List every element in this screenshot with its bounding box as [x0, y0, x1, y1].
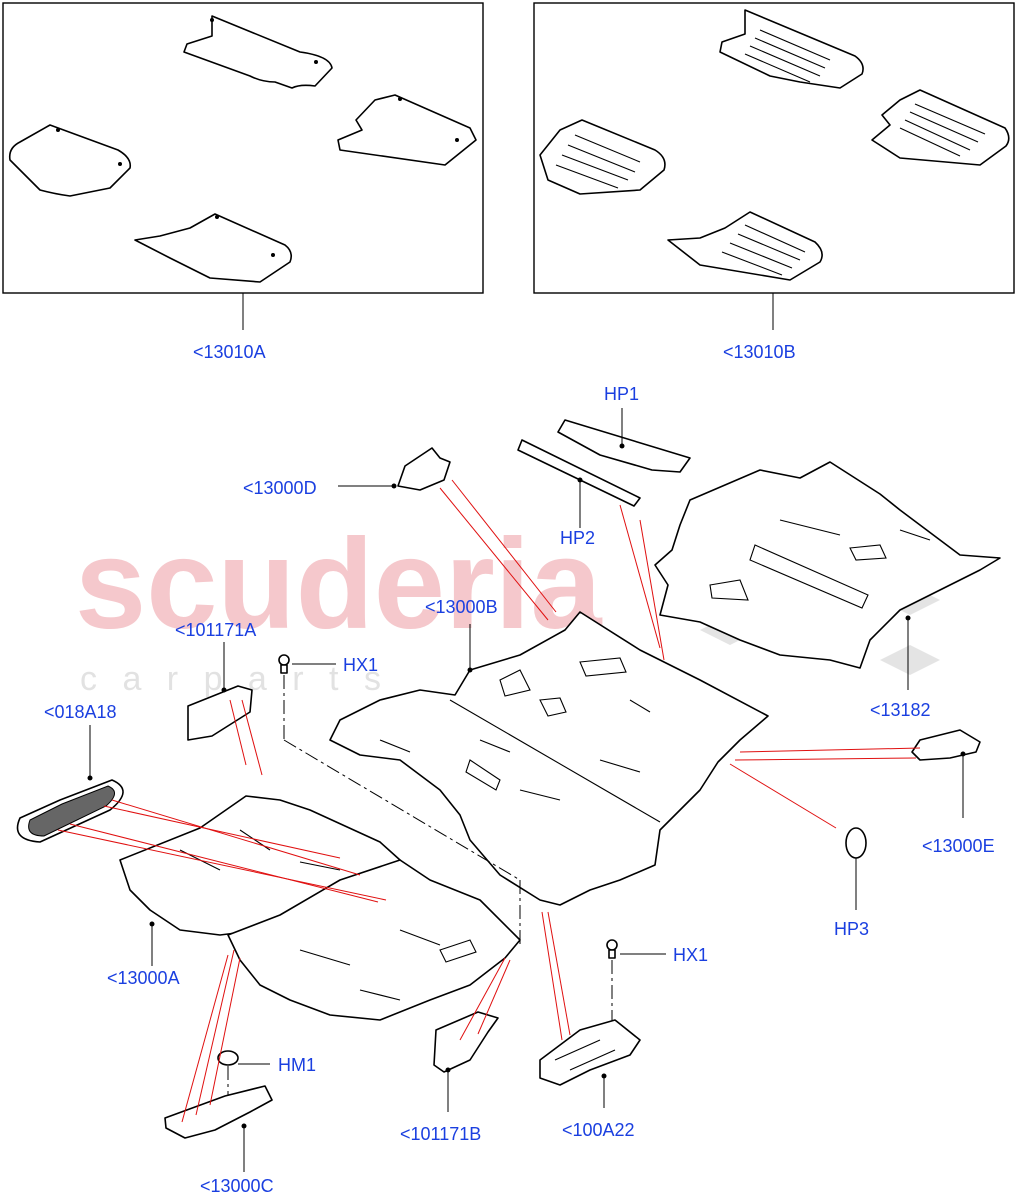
callout-13010a[interactable]: <13010A [193, 342, 266, 362]
part-13000c-bracket [164, 1085, 273, 1139]
part-13000a-rear-carpet-lower [227, 859, 521, 1021]
callout-13000b[interactable]: <13000B [425, 597, 498, 617]
part-hp3-plug [845, 827, 867, 859]
callout-13010b[interactable]: <13010B [723, 342, 796, 362]
red-leader-lines [57, 479, 921, 1123]
mat-set-a-box [2, 2, 484, 294]
part-13000e-bracket [911, 729, 981, 761]
part-13000d-bracket [397, 447, 451, 491]
mat-rear-right [134, 213, 292, 283]
part-018a18-vent [16, 779, 124, 843]
premium-mat-rear-right [667, 211, 823, 281]
premium-mat-front-left [719, 9, 864, 89]
callout-hp2[interactable]: HP2 [560, 528, 595, 548]
callout-13182[interactable]: <13182 [870, 700, 931, 720]
part-101171b-bracket [433, 1011, 499, 1073]
hx1-fastener-top [278, 654, 290, 674]
part-hp2-strip [517, 439, 641, 507]
callout-13000c[interactable]: <13000C [200, 1176, 274, 1196]
callout-101171a[interactable]: <101171A [175, 620, 256, 640]
callout-101171b[interactable]: <101171B [400, 1124, 481, 1144]
hx1-fastener-bottom [606, 939, 618, 959]
part-hm1-plug [217, 1050, 239, 1066]
mat-front-right [337, 94, 477, 166]
callout-hp3[interactable]: HP3 [834, 919, 869, 939]
callout-hp1[interactable]: HP1 [604, 384, 639, 404]
part-100a22-bracket [539, 1019, 641, 1086]
watermark-text: scuderia [75, 513, 602, 656]
premium-mat-front-right [871, 89, 1010, 166]
part-101171a-bracket [187, 685, 253, 741]
part-13000b-front-carpet [329, 611, 769, 906]
mat-rear-left [8, 124, 132, 197]
part-13182-rear-floor [654, 461, 1001, 669]
callout-hx1-bottom[interactable]: HX1 [673, 945, 708, 965]
callout-hm1[interactable]: HM1 [278, 1055, 316, 1075]
callout-13000d[interactable]: <13000D [243, 478, 317, 498]
mat-front-left [183, 15, 333, 89]
callout-13000a[interactable]: <13000A [107, 968, 180, 988]
premium-mat-rear-left [539, 119, 666, 195]
callout-13000e[interactable]: <13000E [922, 836, 995, 856]
mat-set-b-box [533, 2, 1015, 294]
callout-100a22[interactable]: <100A22 [562, 1120, 635, 1140]
callout-hx1-top[interactable]: HX1 [343, 655, 378, 675]
callout-018a18[interactable]: <018A18 [44, 702, 117, 722]
